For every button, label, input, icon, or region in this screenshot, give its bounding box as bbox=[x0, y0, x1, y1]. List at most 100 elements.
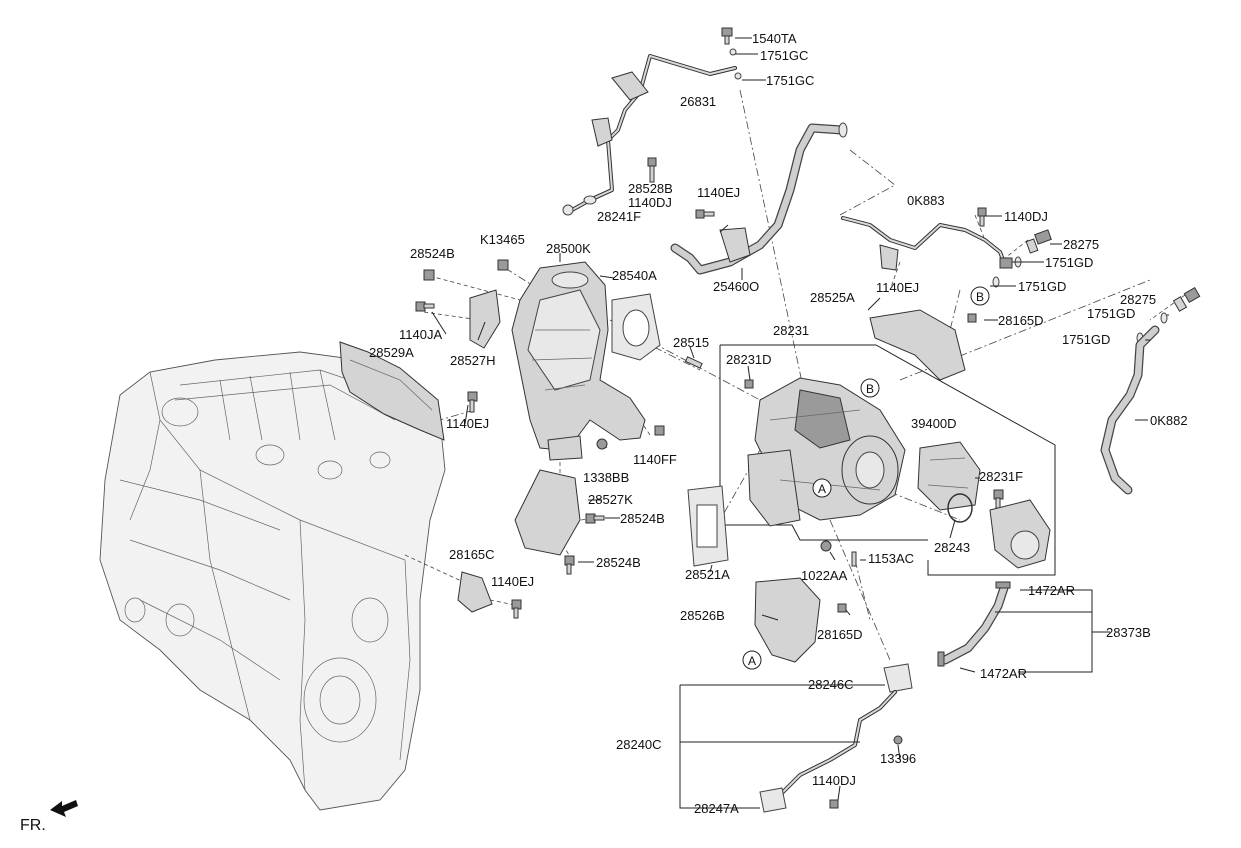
label-1153AC: 1153AC bbox=[868, 551, 914, 566]
label-28524B-c: 28524B bbox=[596, 555, 641, 570]
label-28500K: 28500K bbox=[546, 241, 591, 256]
label-28231F: 28231F bbox=[979, 469, 1023, 484]
front-direction-indicator: FR. bbox=[20, 800, 78, 834]
engine-block bbox=[99, 351, 446, 811]
label-0K883: 0K883 bbox=[907, 193, 945, 208]
label-28231: 28231 bbox=[773, 323, 809, 338]
bolt-1140JA bbox=[415, 301, 435, 312]
bracket-28165C bbox=[457, 571, 493, 613]
label-1140FF: 1140FF bbox=[633, 452, 677, 467]
label-1338BB: 1338BB bbox=[583, 470, 629, 485]
bolt-1540TA bbox=[721, 27, 742, 80]
label-28246C: 28246C bbox=[808, 677, 854, 692]
turbocharger-28231 bbox=[747, 377, 906, 527]
oil-feed-tube-26831 bbox=[562, 54, 737, 216]
stud-28515 bbox=[684, 356, 703, 369]
coolant-pipe-25460O bbox=[670, 122, 848, 275]
label-28275-a: 28275 bbox=[1063, 237, 1099, 252]
heat-shield-28526B bbox=[754, 577, 821, 663]
label-28373B: 28373B bbox=[1106, 625, 1151, 640]
catalytic-converter-28500K bbox=[511, 261, 646, 461]
label-0K882: 0K882 bbox=[1150, 413, 1188, 428]
label-1472AR-b: 1472AR bbox=[980, 666, 1027, 681]
label-1751GD-a: 1751GD bbox=[1045, 255, 1093, 270]
label-28515: 28515 bbox=[673, 335, 709, 350]
label-K13465: K13465 bbox=[480, 232, 525, 247]
label-28165D-b: 28165D bbox=[817, 627, 863, 642]
label-28527K: 28527K bbox=[588, 492, 633, 507]
oil-return-28240C bbox=[679, 663, 913, 813]
label-leaders bbox=[431, 37, 1169, 801]
label-1472AR-a: 1472AR bbox=[1028, 583, 1075, 598]
callout-a1: A bbox=[812, 478, 832, 498]
stud-1153AC bbox=[851, 551, 857, 567]
label-1140JA: 1140JA bbox=[399, 327, 442, 342]
bolt-28524B-upper bbox=[423, 269, 435, 281]
bracket-28527H bbox=[469, 289, 501, 349]
label-1540TA: 1540TA bbox=[752, 31, 797, 46]
label-1140DJ-a: 1140DJ bbox=[628, 195, 672, 210]
label-28275-b: 28275 bbox=[1120, 292, 1156, 307]
callout-b1: B bbox=[860, 378, 880, 398]
label-28540A: 28540A bbox=[612, 268, 657, 283]
turbo-assembly-box bbox=[719, 344, 1056, 576]
callout-b2: B bbox=[970, 286, 990, 306]
coolant-hose-0K882 bbox=[1100, 286, 1201, 495]
front-arrow-icon bbox=[50, 800, 78, 817]
label-1140EJ-c: 1140EJ bbox=[446, 416, 489, 431]
label-39400D: 39400D bbox=[911, 416, 957, 431]
hose-28373B bbox=[937, 581, 1110, 673]
label-28528B: 28528B bbox=[628, 181, 673, 196]
bolt-28528B bbox=[583, 157, 657, 205]
bolt-28524B-mid bbox=[585, 513, 605, 524]
label-1140EJ-a: 1140EJ bbox=[697, 185, 740, 200]
svg-text:B: B bbox=[976, 290, 984, 304]
label-28165D-a: 28165D bbox=[998, 313, 1044, 328]
svg-text:A: A bbox=[748, 654, 756, 668]
label-25460O: 25460O bbox=[713, 279, 759, 294]
bracket-28527K bbox=[514, 469, 581, 556]
coolant-tube-0K883 bbox=[841, 216, 1013, 271]
bolt-28231F bbox=[993, 489, 1004, 509]
svg-text:B: B bbox=[866, 382, 874, 396]
label-28243: 28243 bbox=[934, 540, 970, 555]
nut-1338BB bbox=[596, 438, 608, 450]
nut-K13465 bbox=[497, 259, 509, 271]
part-labels: 1540TA 1751GC 1751GC 26831 28528B 1140DJ… bbox=[369, 31, 1188, 816]
label-1751GD-c: 1751GD bbox=[1087, 306, 1135, 321]
bolt-1140EJ-upper bbox=[695, 209, 715, 219]
label-28231D: 28231D bbox=[726, 352, 772, 367]
bolt-28165D-lower bbox=[837, 603, 847, 613]
gasket-28243 bbox=[947, 493, 973, 523]
bolt-28231D bbox=[744, 379, 754, 389]
bolt-28524B-lower bbox=[564, 555, 575, 575]
bolt-1140FF bbox=[654, 425, 665, 436]
gasket-28521A bbox=[687, 485, 729, 567]
label-13396: 13396 bbox=[880, 751, 916, 766]
label-26831: 26831 bbox=[680, 94, 716, 109]
turbo-outlet-housing bbox=[989, 499, 1051, 569]
label-28521A: 28521A bbox=[685, 567, 730, 582]
label-28247A: 28247A bbox=[694, 801, 739, 816]
bolt-1140EJ-lower bbox=[511, 599, 522, 619]
wastegate-actuator-39400D bbox=[917, 441, 981, 511]
label-28524B-b: 28524B bbox=[620, 511, 665, 526]
heat-shield-28525A bbox=[869, 309, 966, 381]
label-1140EJ-d: 1140EJ bbox=[491, 574, 534, 589]
gasket-28540A bbox=[611, 293, 661, 361]
label-1751GD-b: 1751GD bbox=[1018, 279, 1066, 294]
heat-shield-28529A bbox=[339, 341, 445, 441]
bolt-1140EJ-mid bbox=[467, 391, 478, 413]
label-1140DJ-b: 1140DJ bbox=[1004, 209, 1048, 224]
label-28524B-a: 28524B bbox=[410, 246, 455, 261]
label-1022AA: 1022AA bbox=[801, 568, 848, 583]
label-28526B: 28526B bbox=[680, 608, 725, 623]
label-1751GC-b: 1751GC bbox=[766, 73, 814, 88]
svg-text:A: A bbox=[818, 482, 826, 496]
label-28529A: 28529A bbox=[369, 345, 414, 360]
label-1140DJ-c: 1140DJ bbox=[812, 773, 856, 788]
label-1751GD-d: 1751GD bbox=[1062, 332, 1110, 347]
bolt-28165D-upper bbox=[967, 313, 977, 323]
label-28240C: 28240C bbox=[616, 737, 662, 752]
